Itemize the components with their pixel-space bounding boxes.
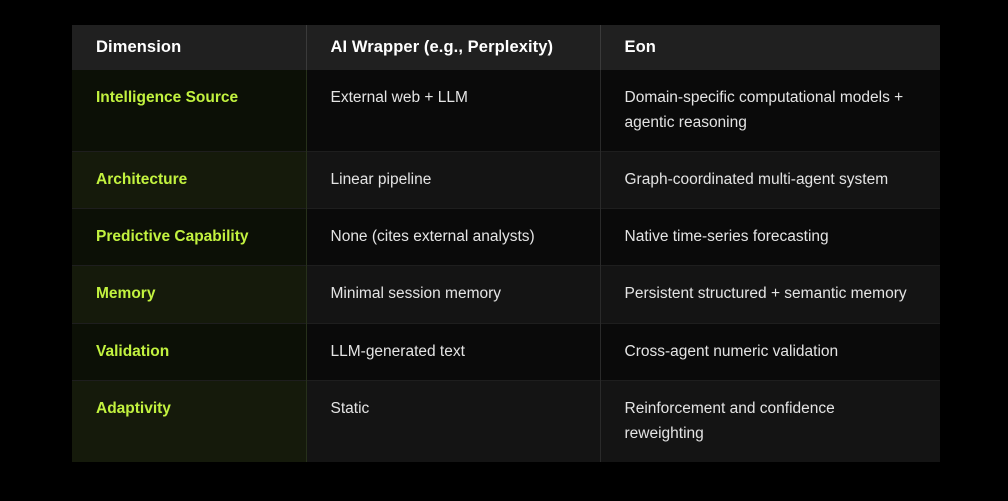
cell-eon: Cross-agent numeric validation — [600, 322, 940, 381]
table-header-row: Dimension AI Wrapper (e.g., Perplexity) … — [72, 25, 940, 70]
table-row: Adaptivity Static Reinforcement and conf… — [72, 379, 940, 462]
header-ai-wrapper: AI Wrapper (e.g., Perplexity) — [306, 25, 601, 70]
cell-ai-wrapper: Minimal session memory — [306, 265, 601, 324]
cell-eon: Native time-series forecasting — [600, 208, 940, 266]
cell-dimension: Intelligence Source — [72, 70, 307, 152]
cell-ai-wrapper: External web + LLM — [306, 70, 601, 152]
cell-eon: Graph-coordinated multi-agent system — [600, 151, 940, 209]
cell-dimension: Memory — [72, 265, 307, 324]
cell-ai-wrapper: Static — [306, 379, 601, 462]
header-dimension: Dimension — [72, 25, 307, 70]
cell-ai-wrapper: LLM-generated text — [306, 322, 601, 381]
table-row: Validation LLM-generated text Cross-agen… — [72, 322, 940, 381]
cell-eon: Persistent structured + semantic memory — [600, 265, 940, 324]
table-row: Predictive Capability None (cites extern… — [72, 208, 940, 266]
cell-dimension: Validation — [72, 322, 307, 381]
cell-ai-wrapper: Linear pipeline — [306, 151, 601, 209]
cell-eon: Domain-specific computational models + a… — [600, 70, 940, 152]
table-header: Dimension AI Wrapper (e.g., Perplexity) … — [72, 25, 940, 70]
cell-eon: Reinforcement and confidence reweighting — [600, 379, 940, 462]
cell-ai-wrapper: None (cites external analysts) — [306, 208, 601, 266]
cell-dimension: Architecture — [72, 151, 307, 209]
header-eon: Eon — [600, 25, 940, 70]
table-row: Intelligence Source External web + LLM D… — [72, 70, 940, 152]
comparison-table: Dimension AI Wrapper (e.g., Perplexity) … — [72, 25, 940, 462]
table-row: Architecture Linear pipeline Graph-coord… — [72, 151, 940, 209]
table-row: Memory Minimal session memory Persistent… — [72, 265, 940, 324]
comparison-table-container: Dimension AI Wrapper (e.g., Perplexity) … — [72, 25, 940, 462]
cell-dimension: Predictive Capability — [72, 208, 307, 266]
table-body: Intelligence Source External web + LLM D… — [72, 70, 940, 462]
cell-dimension: Adaptivity — [72, 379, 307, 462]
